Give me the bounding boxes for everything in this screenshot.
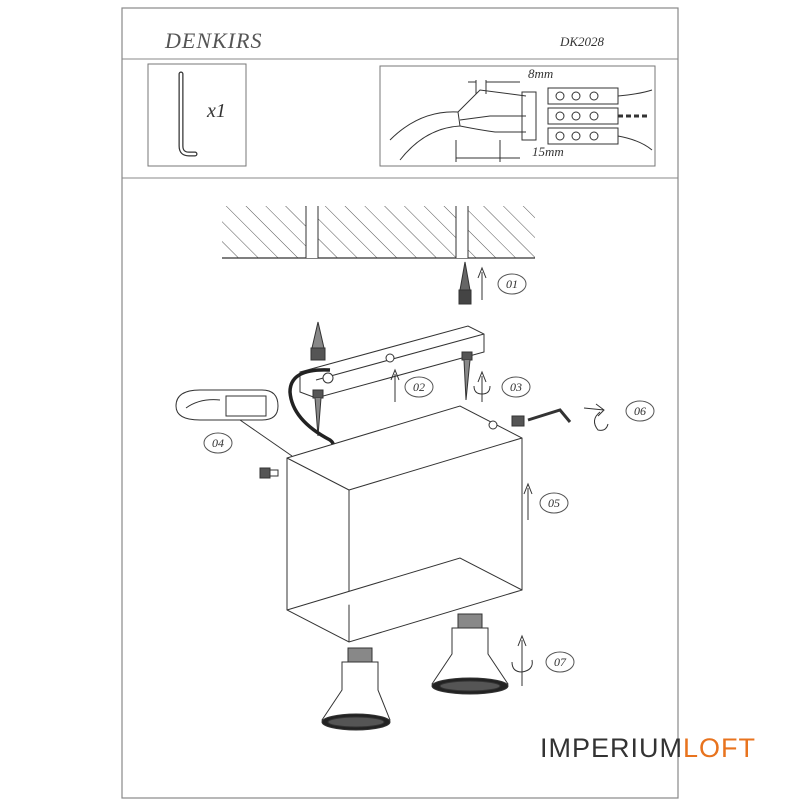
wiring-detail: [379, 65, 656, 167]
screw-anchor: [458, 261, 472, 305]
step-marker-05: [539, 492, 569, 514]
bracket-screw-right: [461, 351, 473, 401]
mounting-bracket: [299, 325, 485, 399]
step-marker-07: [545, 651, 575, 673]
step-marker-06: [625, 400, 655, 422]
brand-name: DENKIRS: [165, 28, 263, 53]
kit-quantity: x1: [207, 100, 226, 122]
bracket-screw-left: [310, 321, 326, 361]
gu10-bulb-right: [431, 613, 509, 695]
bracket-screw-mid: [312, 389, 324, 437]
rotate-icon: [473, 370, 491, 402]
step-marker-01: [497, 273, 527, 295]
sheet-border: [121, 7, 679, 799]
hex-key-icon: [178, 71, 198, 157]
step-label-07: 07: [554, 655, 566, 669]
hex-key-icon: [511, 403, 609, 431]
step-label-03: 03: [510, 380, 522, 394]
step-label-02: 02: [413, 380, 425, 394]
step-label-06: 06: [634, 404, 646, 418]
model-number: DK2028: [560, 34, 605, 49]
step-label-01: 01: [506, 277, 518, 291]
luminaire-body: [286, 405, 523, 643]
strip-length-label: 8mm: [528, 66, 554, 81]
up-arrow: [523, 482, 533, 520]
step-label-05: 05: [548, 496, 560, 510]
up-arrow: [390, 368, 400, 402]
wiring-callout: [175, 389, 293, 457]
watermark-part1: IMPERIUM: [540, 733, 683, 763]
rotate-icon: [511, 634, 533, 686]
kit-box: [147, 63, 247, 167]
step-marker-04: [203, 432, 233, 454]
up-arrow: [477, 266, 487, 300]
watermark-part2: LOFT: [683, 733, 757, 763]
watermark: IMPERIUMLOFT: [540, 733, 756, 764]
step-marker-02: [404, 376, 434, 398]
step-label-04: 04: [212, 436, 224, 450]
step-marker-03: [501, 376, 531, 398]
ceiling: [222, 206, 535, 259]
wire-length-label: 15mm: [532, 144, 564, 159]
gu10-bulb-left: [321, 647, 391, 731]
body-screw: [259, 467, 279, 479]
